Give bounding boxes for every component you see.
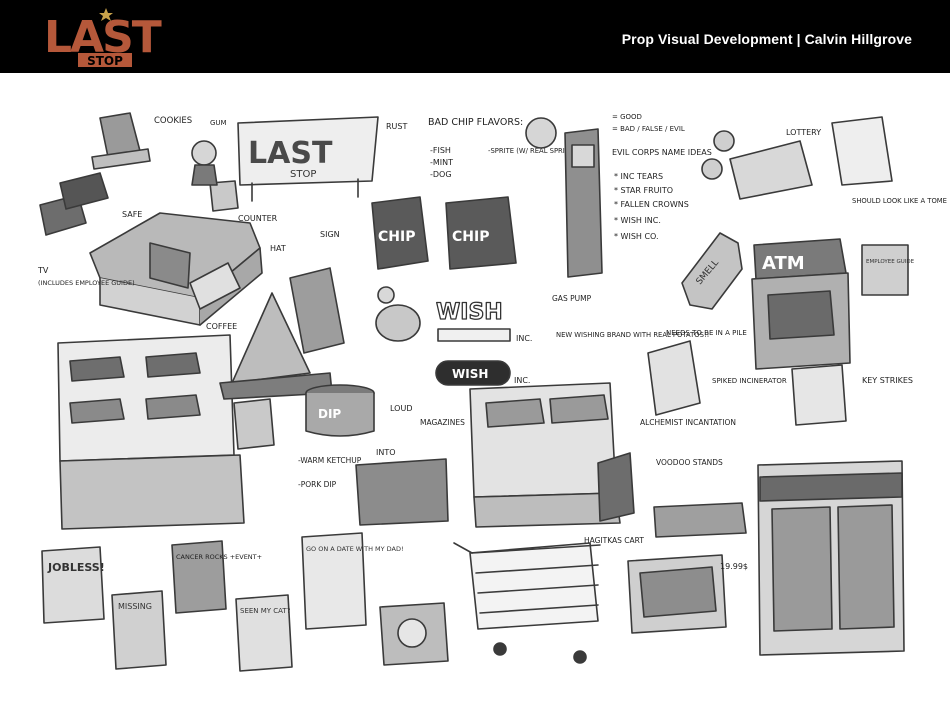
- employee-guide-sketch: EMPLOYEE GUIDE: [861, 244, 915, 296]
- chip-bag-sketch: CHIP CHIP: [371, 196, 517, 270]
- note-dog: -DOG: [430, 170, 452, 179]
- gum-machine-sketch: [191, 140, 218, 186]
- note-key-strikes: KEY STRIKES: [862, 376, 913, 385]
- lottery-sketch: [701, 116, 893, 200]
- wish-badge-label: WISH: [452, 367, 488, 381]
- voodoo-rolls-sketch: [653, 502, 747, 538]
- note-safe: SAFE: [122, 210, 142, 219]
- note-evil-corps: EVIL CORPS NAME IDEAS: [612, 148, 712, 157]
- note-voodoo: VOODOO STANDS: [656, 458, 723, 467]
- sign-sub: STOP: [290, 169, 316, 180]
- employee-guide-label: EMPLOYEE GUIDE: [866, 259, 915, 265]
- evil-idea-1: * INC TEARS: [614, 172, 663, 181]
- evil-idea-5: * WISH CO.: [614, 232, 659, 241]
- smiley-mug-sketch: [379, 602, 449, 666]
- tv-sketch: [59, 172, 109, 210]
- atm-label: ATM: [762, 253, 805, 274]
- note-counter: COUNTER: [238, 214, 278, 223]
- chip-label: CHIP: [378, 229, 415, 245]
- note-needs-pile: NEEDS TO BE IN A PILE: [666, 329, 747, 337]
- jobless-poster-sketch: JOBLESS!: [41, 546, 105, 624]
- counter-sketch: [89, 180, 263, 326]
- legend-good: = GOOD: [612, 113, 642, 121]
- missing-poster-sketch: MISSING: [111, 590, 167, 670]
- note-inc: INC.: [516, 334, 532, 343]
- legend-bad: = BAD / FALSE / EVIL: [612, 125, 685, 133]
- evil-idea-4: * WISH INC.: [614, 216, 661, 225]
- logo-sub: STOP: [87, 54, 123, 68]
- poster-cancer: CANCER ROCKS +EVENT+: [176, 553, 262, 561]
- sketch-sheet: COOKIES GUM SAFE COUNTER TV (INCLUDES EM…: [37, 112, 947, 672]
- note-hat: HAT: [270, 244, 286, 253]
- poster-jobless: JOBLESS!: [47, 561, 105, 574]
- coffee-maker-sketch: [233, 398, 275, 450]
- note-cookies: COOKIES: [154, 116, 192, 126]
- wish-logo: WISH: [436, 300, 503, 325]
- note-warm-ketchup: -WARM KETCHUP: [298, 456, 362, 465]
- logo-sub-plate: [78, 53, 132, 67]
- poster-seen-cat: SEEN MY CAT?: [240, 607, 291, 615]
- wish-candy-sketch: [375, 286, 421, 342]
- date-poster-sketch: GO ON A DATE WITH MY DAD!: [301, 532, 404, 630]
- logo-star-icon: [99, 8, 113, 21]
- note-tv: TV: [37, 266, 49, 275]
- dip-label: DIP: [318, 407, 341, 421]
- note-new-wishing: NEW WISHING BRAND WITH REAL POTATOS!!: [556, 331, 709, 339]
- note-bad-chip: BAD CHIP FLAVORS:: [428, 117, 523, 128]
- note-gas-pump: GAS PUMP: [552, 294, 592, 303]
- note-lottery: LOTTERY: [786, 128, 821, 137]
- note-price: 19.99$: [720, 562, 748, 571]
- cookie-rack-sketch: [91, 112, 151, 170]
- note-inc-2: INC.: [514, 376, 530, 385]
- into-box-sketch: [355, 458, 449, 526]
- cat-poster-sketch: SEEN MY CAT?: [235, 594, 293, 672]
- chip-label-2: CHIP: [452, 229, 489, 245]
- sign-word: LAST: [248, 136, 333, 171]
- note-rust: RUST: [386, 122, 407, 131]
- last-stop-sign-sketch: LAST STOP: [237, 116, 379, 202]
- note-coffee: COFFEE: [206, 322, 237, 331]
- gas-pump-sketch: [525, 117, 603, 278]
- spray-bottle-sketch: [647, 340, 701, 416]
- poster-missing: MISSING: [118, 602, 152, 611]
- store-door-sketch: [757, 460, 905, 656]
- evil-idea-2: * STAR FRUITO: [614, 186, 673, 195]
- atm-sketch: ATM: [751, 238, 851, 426]
- note-tv-sub: (INCLUDES EMPLOYEE GUIDE): [38, 279, 135, 287]
- evil-idea-3: * FALLEN CROWNS: [614, 200, 689, 209]
- note-mint: -MINT: [430, 158, 453, 167]
- note-magazines: MAGAZINES: [420, 418, 465, 427]
- note-into: INTO: [376, 448, 396, 457]
- magazine-rack-sketch: [469, 382, 621, 528]
- page-title: Prop Visual Development | Calvin Hillgro…: [621, 31, 912, 47]
- freezer-sketch: [627, 554, 727, 634]
- shopping-cart-sketch: [453, 542, 601, 664]
- note-loud: LOUD: [390, 404, 412, 413]
- note-should-look: SHOULD LOOK LIKE A TOME: [852, 197, 947, 205]
- note-sign: SIGN: [320, 230, 340, 239]
- note-gum: GUM: [210, 119, 227, 127]
- last-stop-logo: LAST STOP: [44, 8, 164, 68]
- note-pork-dip: -PORK DIP: [298, 480, 337, 489]
- cancer-poster-sketch: CANCER ROCKS +EVENT+: [171, 540, 262, 614]
- wizard-hat-sketch: [219, 267, 345, 400]
- note-fish: -FISH: [430, 146, 451, 155]
- poster-date: GO ON A DATE WITH MY DAD!: [306, 545, 404, 553]
- shelf-left-sketch: [57, 334, 245, 530]
- wish-badge-sketch: WISH: [435, 360, 511, 386]
- note-hagitkas: HAGITKAS CART: [584, 536, 644, 545]
- header-bar: LAST STOP Prop Visual Development | Calv…: [0, 0, 950, 73]
- note-alchemist: ALCHEMIST INCANTATION: [640, 418, 736, 427]
- alchemist-box-sketch: [597, 452, 635, 522]
- note-sprite: -SPRITE (W/ REAL SPRITE): [488, 147, 576, 155]
- smell-tag-sketch: SMELL: [681, 232, 743, 310]
- dip-jar-sketch: DIP: [305, 384, 375, 437]
- note-spiked: SPIKED INCINERATOR: [712, 377, 787, 385]
